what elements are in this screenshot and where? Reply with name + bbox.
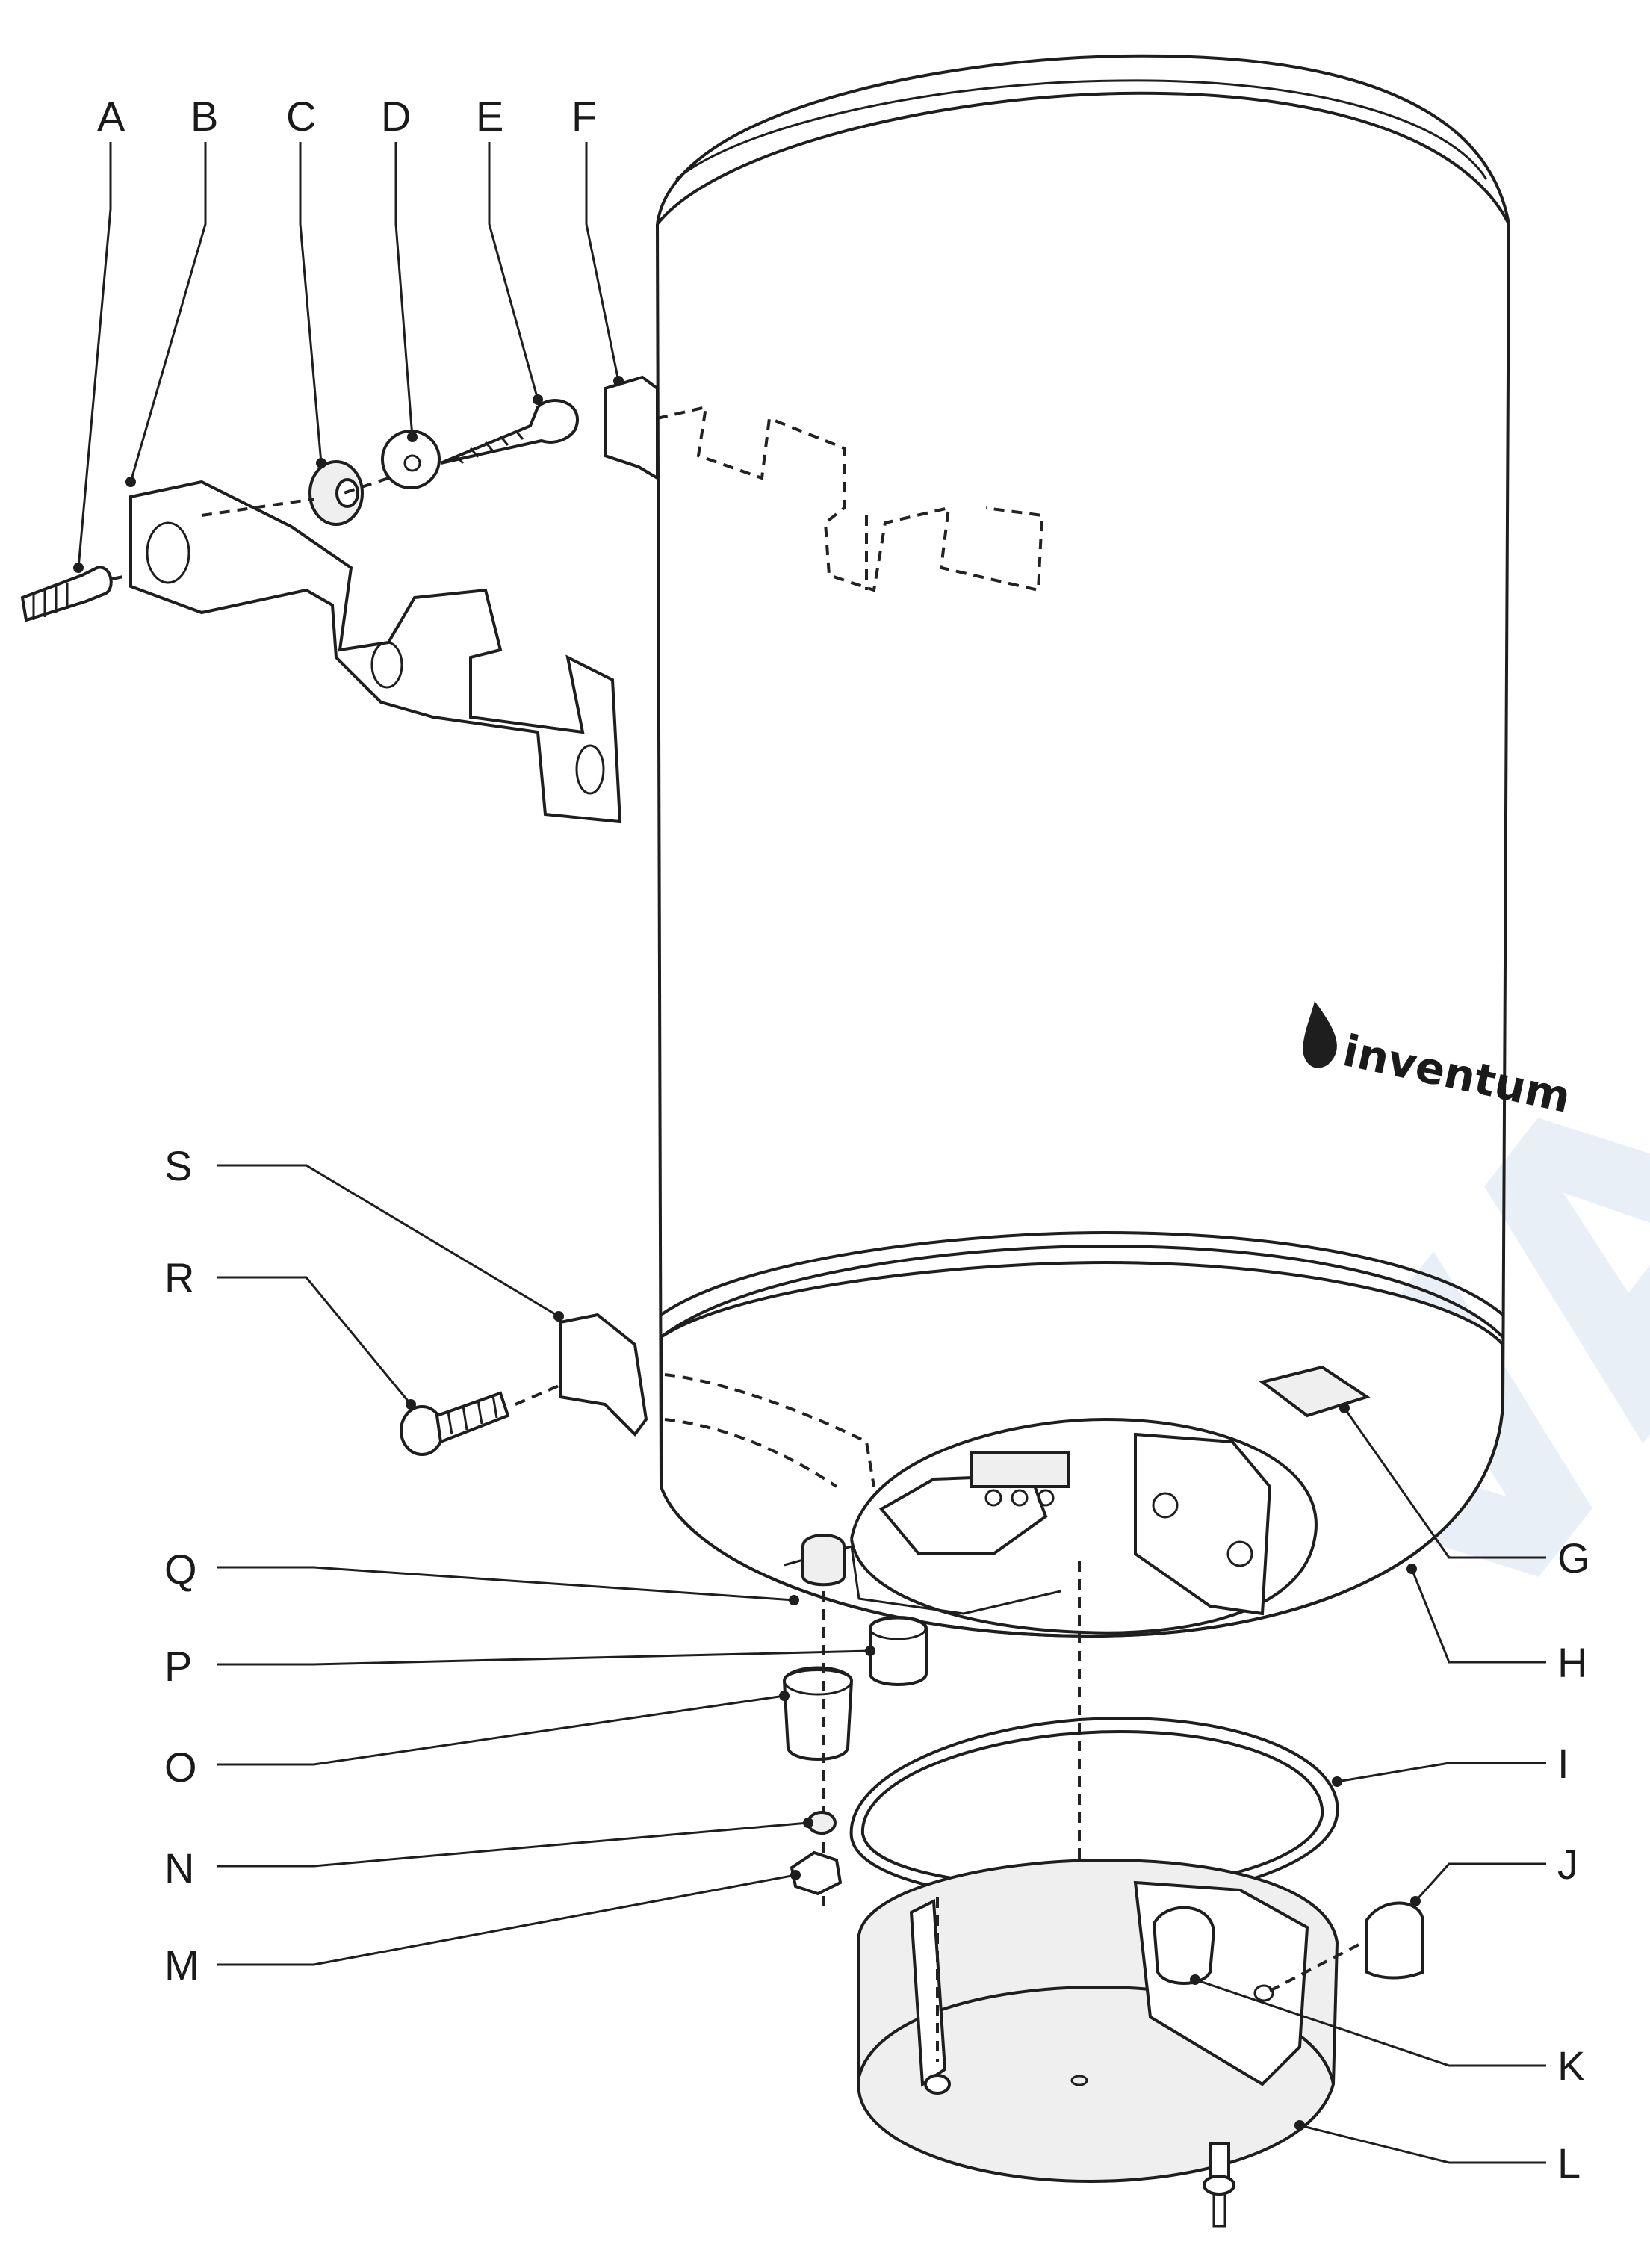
callout-i: I [1332, 1740, 1569, 1787]
cable-clip [1365, 1901, 1424, 1980]
rating-plate [1259, 1365, 1371, 1418]
callout-e: E [476, 93, 543, 405]
callout-label-o: O [164, 1744, 197, 1791]
pipe-sleeve [869, 1616, 928, 1686]
callout-q: Q [164, 1546, 799, 1605]
wall-plug [20, 566, 131, 622]
callout-label-d: D [381, 93, 411, 140]
callout-g: G [1339, 1403, 1590, 1581]
callout-a: A [73, 93, 125, 573]
callout-label-p: P [164, 1643, 192, 1690]
callout-label-n: N [164, 1844, 194, 1891]
callout-label-a: A [97, 93, 125, 140]
callout-s: S [164, 1142, 564, 1322]
callout-f: F [571, 93, 624, 386]
callout-label-k: K [1557, 2042, 1585, 2089]
bottom-cover [857, 1858, 1339, 2228]
callout-label-l: L [1557, 2140, 1581, 2187]
callout-label-j: J [1557, 1841, 1578, 1888]
callout-d: D [381, 93, 418, 442]
callout-o: O [164, 1691, 790, 1791]
callout-label-i: I [1557, 1740, 1569, 1787]
wall-bracket [129, 480, 622, 824]
callout-c: C [286, 93, 326, 468]
callout-label-q: Q [164, 1546, 197, 1593]
callout-h: H [1406, 1564, 1587, 1686]
heating-element-assembly [784, 1432, 1272, 1616]
callout-p: P [164, 1643, 875, 1690]
water-heater-tank [656, 54, 1510, 1638]
callout-k: K [1190, 1974, 1585, 2089]
callout-l: L [1294, 2120, 1581, 2187]
callout-label-m: M [164, 1942, 199, 1989]
wood-screw [201, 399, 579, 517]
callout-b: B [125, 93, 218, 487]
tank-hanger-bracket [604, 375, 659, 481]
callout-label-e: E [476, 93, 503, 140]
spring-washer [308, 460, 364, 526]
callout-m: M [164, 1870, 801, 1989]
bottom-bracket [559, 1313, 648, 1437]
callout-j: J [1410, 1841, 1578, 1906]
callout-label-b: B [190, 93, 218, 140]
callout-label-h: H [1557, 1639, 1587, 1686]
pipe-sleeve-lower [782, 1666, 854, 1761]
callout-label-r: R [164, 1254, 194, 1301]
callout-n: N [164, 1818, 813, 1891]
callout-label-g: G [1557, 1534, 1590, 1581]
callout-label-s: S [164, 1142, 192, 1189]
bolt [400, 1381, 568, 1456]
callout-label-f: F [571, 93, 597, 140]
retaining-nut [790, 1850, 843, 1896]
water-drop-icon [1303, 1001, 1337, 1068]
callout-label-c: C [286, 93, 316, 140]
callout-r: R [164, 1254, 416, 1410]
